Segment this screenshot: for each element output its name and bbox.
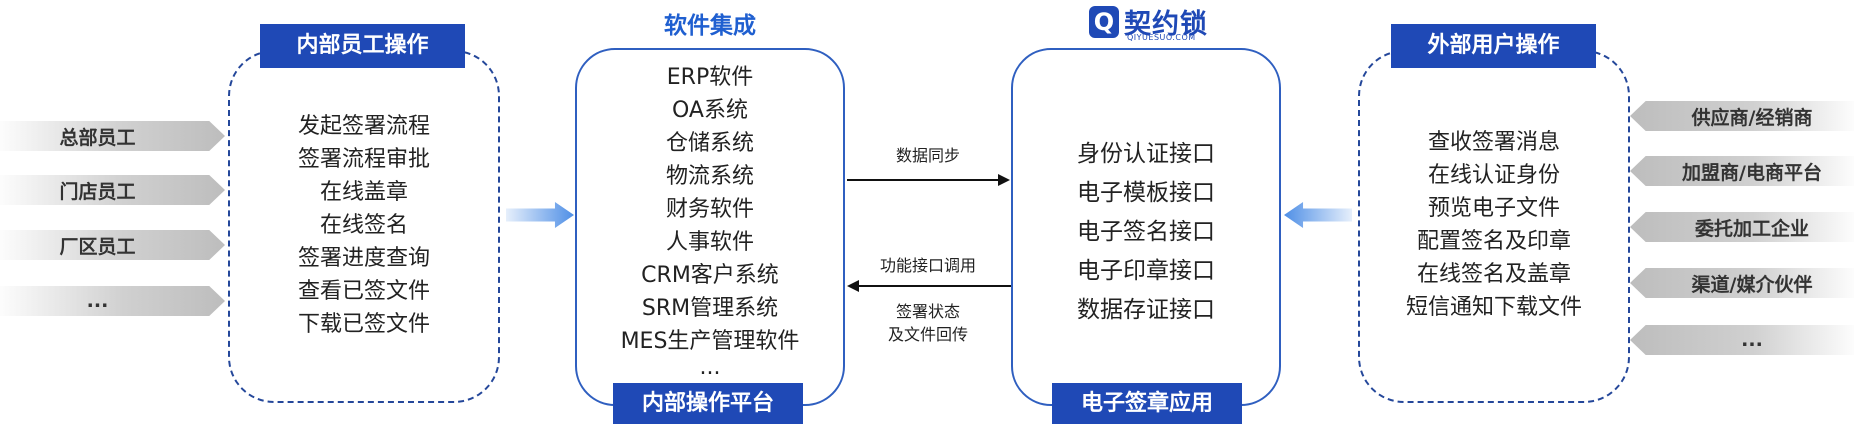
list-item: 数据存证接口 bbox=[1077, 297, 1215, 323]
return-label-line2: 及文件回传 bbox=[887, 325, 968, 344]
software-title: 软件集成 bbox=[664, 13, 756, 39]
logo-sub: QIYUESUO.COM bbox=[1127, 33, 1196, 42]
esign-footer: 电子签章应用 bbox=[1052, 383, 1242, 424]
list-item: 查收签署消息 bbox=[1427, 130, 1560, 155]
list-item: 签署流程审批 bbox=[297, 147, 430, 172]
external-ops-title: 外部用户操作 bbox=[1391, 24, 1596, 68]
return-arrow-head-icon bbox=[847, 280, 859, 292]
partner-arrow-channel: 渠道/媒介伙伴 bbox=[1630, 268, 1854, 298]
return-label-line1: 签署状态 bbox=[895, 302, 960, 321]
staff-arrow-factory: 厂区员工 bbox=[0, 230, 225, 260]
partner-arrow-oem: 委托加工企业 bbox=[1630, 212, 1854, 242]
esign-list: 身份认证接口 电子模板接口 电子签名接口 电子印章接口 数据存证接口 bbox=[1011, 135, 1281, 330]
list-item: ... bbox=[699, 355, 721, 380]
list-item: 仓储系统 bbox=[665, 131, 754, 156]
list-item: 短信通知下载文件 bbox=[1405, 295, 1582, 320]
list-item: 物流系统 bbox=[665, 164, 754, 189]
staff-arrow-store: 门店员工 bbox=[0, 175, 225, 205]
partner-arrow-supplier: 供应商/经销商 bbox=[1630, 101, 1854, 131]
software-footer: 内部操作平台 bbox=[613, 383, 803, 424]
list-item: 签署进度查询 bbox=[297, 246, 430, 271]
list-item: 人事软件 bbox=[665, 230, 754, 255]
external-ops-list: 查收签署消息 在线认证身份 预览电子文件 配置签名及印章 在线签名及盖章 短信通… bbox=[1358, 126, 1630, 324]
list-item: CRM客户系统 bbox=[641, 263, 779, 288]
list-item: 在线盖章 bbox=[319, 180, 408, 205]
internal-ops-title: 内部员工操作 bbox=[260, 24, 465, 68]
list-item: ERP软件 bbox=[666, 65, 754, 90]
logo-name: 契约锁 bbox=[1124, 9, 1208, 40]
list-item: 查看已签文件 bbox=[297, 279, 430, 304]
list-item: 在线签名 bbox=[319, 213, 408, 238]
return-arrow-line bbox=[858, 285, 1011, 287]
list-item: SRM管理系统 bbox=[641, 296, 779, 321]
list-item: 电子印章接口 bbox=[1077, 258, 1215, 284]
list-item: 电子签名接口 bbox=[1077, 219, 1215, 245]
list-item: 财务软件 bbox=[665, 197, 754, 222]
list-item: OA系统 bbox=[672, 98, 748, 123]
right-flow-arrow-icon bbox=[506, 202, 574, 228]
partner-arrow-more: ... bbox=[1630, 325, 1854, 355]
list-item: 身份认证接口 bbox=[1077, 141, 1215, 167]
list-item: 电子模板接口 bbox=[1077, 180, 1215, 206]
staff-arrow-hq: 总部员工 bbox=[0, 121, 225, 151]
staff-arrow-more: ... bbox=[0, 286, 225, 316]
left-flow-arrow-icon bbox=[1284, 202, 1352, 228]
list-item: 在线认证身份 bbox=[1427, 163, 1560, 188]
list-item: MES生产管理软件 bbox=[620, 329, 800, 354]
software-list: ERP软件 OA系统 仓储系统 物流系统 财务软件 人事软件 CRM客户系统 S… bbox=[575, 61, 845, 380]
list-item: 配置签名及印章 bbox=[1416, 229, 1571, 254]
partner-arrow-franchise: 加盟商/电商平台 bbox=[1630, 156, 1854, 186]
internal-ops-list: 发起签署流程 签署流程审批 在线盖章 在线签名 签署进度查询 查看已签文件 下载… bbox=[228, 110, 500, 341]
list-item: 发起签署流程 bbox=[297, 114, 430, 139]
sync-label: 数据同步 bbox=[895, 146, 960, 165]
sync-arrow-head-icon bbox=[998, 174, 1010, 186]
list-item: 预览电子文件 bbox=[1427, 196, 1560, 221]
sync-arrow-line bbox=[847, 179, 1000, 181]
list-item: 在线签名及盖章 bbox=[1416, 262, 1571, 287]
logo-icon: Q bbox=[1089, 6, 1119, 38]
list-item: 下载已签文件 bbox=[297, 312, 430, 337]
api-call-label: 功能接口调用 bbox=[879, 256, 976, 275]
